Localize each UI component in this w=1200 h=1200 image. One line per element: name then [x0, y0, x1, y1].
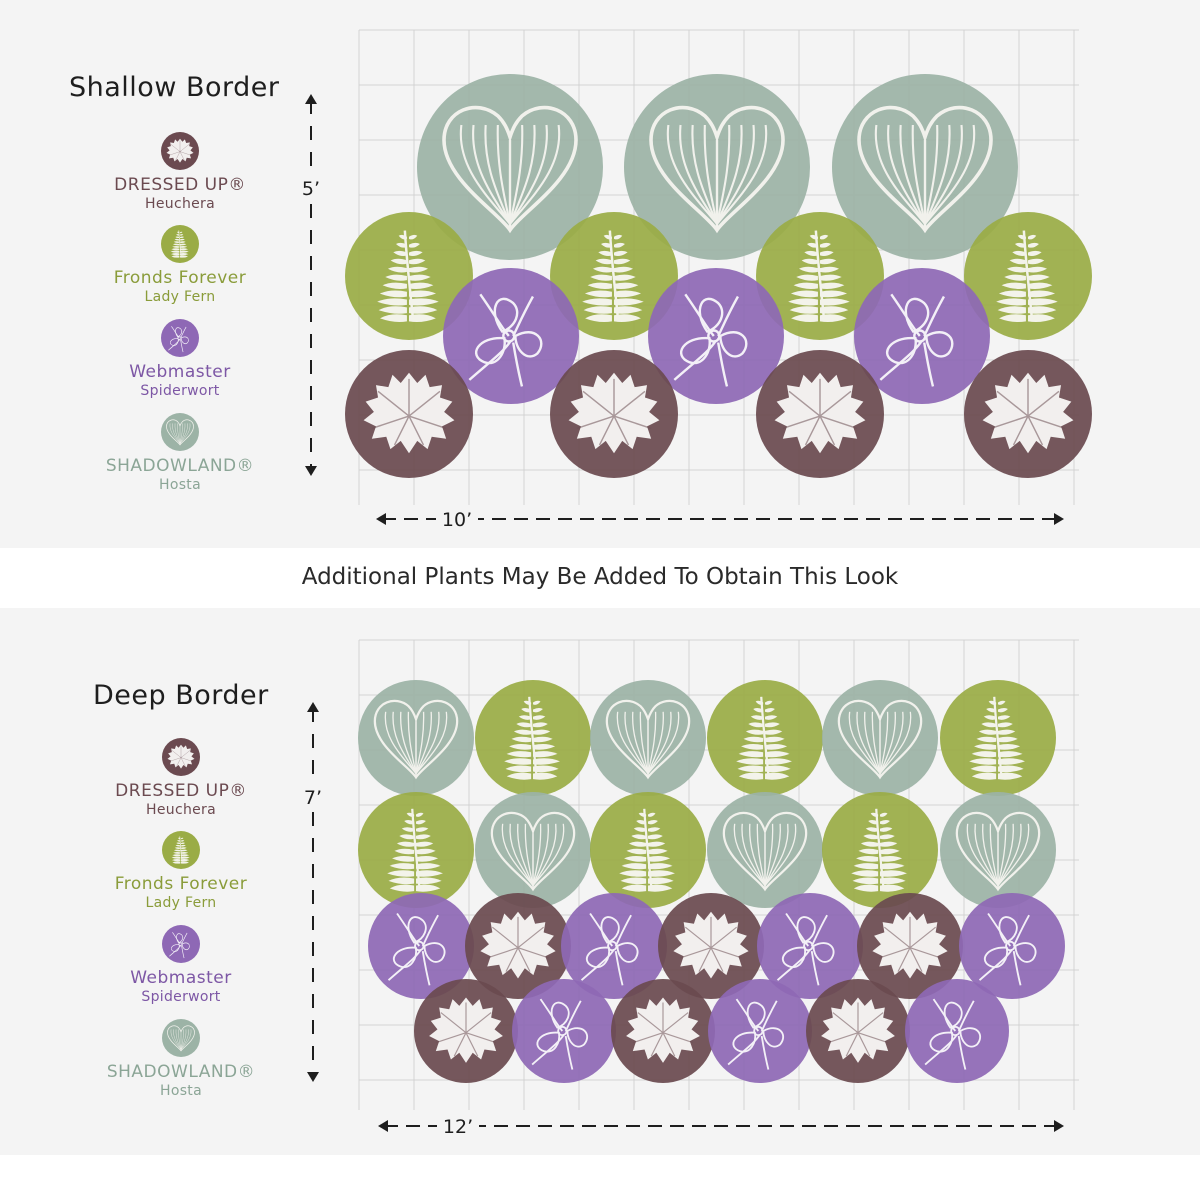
shallow-border-title: Shallow Border — [69, 72, 280, 103]
plant-heuchera — [465, 893, 571, 999]
plant-fern — [358, 792, 474, 908]
plant-fern — [707, 680, 823, 796]
plant-heuchera — [964, 350, 1092, 478]
plant-spiderwort — [561, 893, 667, 999]
plant-heuchera — [345, 350, 473, 478]
deep-plant-layout — [358, 680, 1065, 1083]
plant-hosta — [417, 74, 603, 260]
legend-item-spiderwort: Webmaster Spiderwort — [71, 925, 291, 1005]
plant-hosta — [590, 680, 706, 796]
plant-spiderwort — [757, 893, 863, 999]
legend-item-hosta: SHADOWLAND® Hosta — [71, 1019, 291, 1099]
plant-spiderwort — [368, 893, 474, 999]
deep-width-label: 12’ — [443, 1116, 473, 1138]
deep-depth-label: 7’ — [304, 787, 322, 809]
legend-plant-type: Lady Fern — [144, 289, 216, 305]
plant-hosta — [624, 74, 810, 260]
deep-depth-arrow — [307, 702, 319, 1082]
maple-leaf-icon — [162, 738, 200, 776]
plant-heuchera — [756, 350, 884, 478]
plant-spiderwort — [443, 268, 579, 404]
legend-plant-name: SHADOWLAND® — [106, 1062, 256, 1082]
legend-item-fern: Fronds Forever Lady Fern — [71, 831, 291, 911]
legend-plant-name: DRESSED UP® — [114, 175, 246, 195]
legend-plant-name: SHADOWLAND® — [105, 456, 255, 476]
plant-heuchera — [806, 979, 910, 1083]
additional-plants-note: Additional Plants May Be Added To Obtain… — [301, 564, 899, 590]
legend-item-fern: Fronds Forever Lady Fern — [70, 225, 290, 305]
legend-plant-name: Fronds Forever — [114, 874, 248, 894]
plant-heuchera — [658, 893, 764, 999]
fern-frond-icon — [162, 831, 200, 869]
plant-hosta — [475, 792, 591, 908]
shallow-width-label: 10’ — [442, 509, 472, 531]
plant-spiderwort — [512, 979, 616, 1083]
legend-item-heuchera: DRESSED UP® Heuchera — [71, 738, 291, 818]
plant-fern — [590, 792, 706, 908]
shallow-depth-label: 5’ — [302, 178, 320, 200]
legend-plant-type: Lady Fern — [145, 895, 217, 911]
legend-plant-type: Heuchera — [145, 196, 215, 212]
plant-hosta — [822, 680, 938, 796]
plant-fern — [822, 792, 938, 908]
legend-plant-type: Heuchera — [146, 802, 216, 818]
heart-leaf-icon — [162, 1019, 200, 1057]
legend-item-heuchera: DRESSED UP® Heuchera — [70, 132, 290, 212]
spiderwort-flower-icon — [161, 319, 199, 357]
plant-hosta — [358, 680, 474, 796]
legend-plant-name: Webmaster — [130, 968, 232, 988]
plant-spiderwort — [854, 268, 990, 404]
deep-width-arrow — [378, 1120, 1064, 1132]
shallow-depth-arrow — [305, 94, 317, 476]
fern-frond-icon — [161, 225, 199, 263]
plant-heuchera — [414, 979, 518, 1083]
plant-fern — [964, 212, 1092, 340]
plant-spiderwort — [708, 979, 812, 1083]
plant-heuchera — [857, 893, 963, 999]
legend-plant-name: Fronds Forever — [113, 268, 247, 288]
plant-hosta — [940, 792, 1056, 908]
shallow-plant-layout — [345, 74, 1092, 478]
legend-plant-name: DRESSED UP® — [115, 781, 247, 801]
legend-item-spiderwort: Webmaster Spiderwort — [70, 319, 290, 399]
plant-hosta — [707, 792, 823, 908]
shallow-width-arrow — [376, 513, 1064, 525]
spiderwort-flower-icon — [162, 925, 200, 963]
plant-fern — [550, 212, 678, 340]
legend-plant-name: Webmaster — [129, 362, 231, 382]
plant-fern — [475, 680, 591, 796]
legend-plant-type: Hosta — [159, 477, 201, 493]
legend-plant-type: Spiderwort — [140, 383, 220, 399]
plant-heuchera — [550, 350, 678, 478]
plant-fern — [756, 212, 884, 340]
plant-spiderwort — [959, 893, 1065, 999]
plant-hosta — [832, 74, 1018, 260]
deep-border-title: Deep Border — [93, 680, 269, 711]
maple-leaf-icon — [161, 132, 199, 170]
legend-plant-type: Spiderwort — [141, 989, 221, 1005]
plant-heuchera — [611, 979, 715, 1083]
plant-fern — [345, 212, 473, 340]
legend-item-hosta: SHADOWLAND® Hosta — [70, 413, 290, 493]
legend-plant-type: Hosta — [160, 1083, 202, 1099]
heart-leaf-icon — [161, 413, 199, 451]
plant-spiderwort — [905, 979, 1009, 1083]
plant-spiderwort — [648, 268, 784, 404]
plant-fern — [940, 680, 1056, 796]
